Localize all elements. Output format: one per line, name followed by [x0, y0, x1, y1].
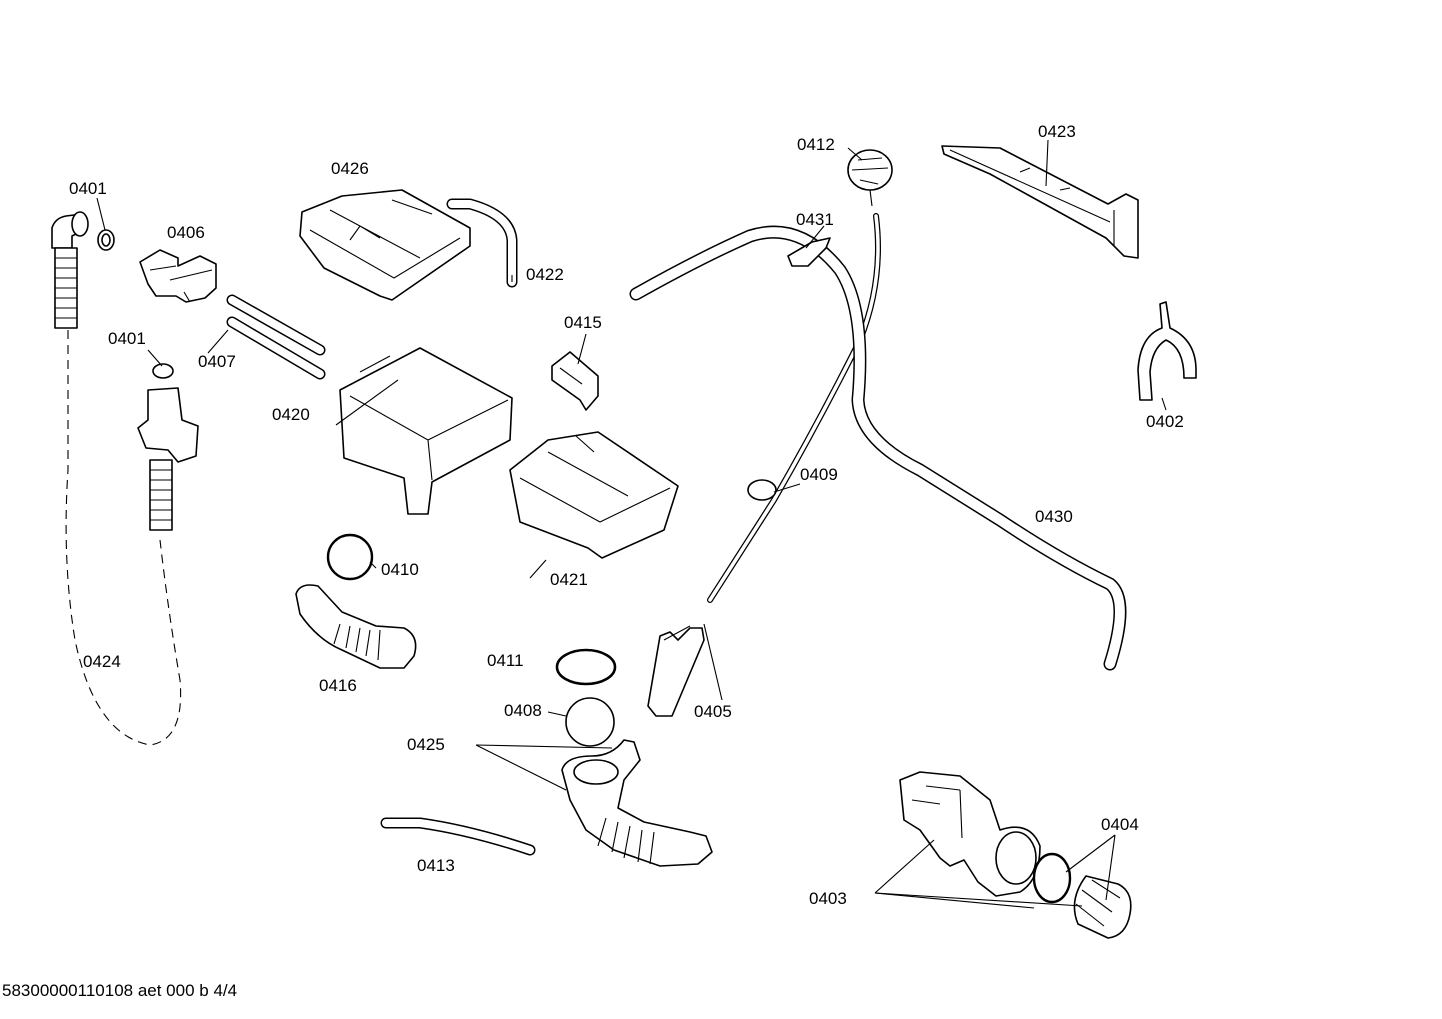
- label-0401-upper: 0401: [69, 179, 107, 198]
- label-0408: 0408: [504, 701, 542, 720]
- rods: [226, 294, 326, 380]
- detergent-drawer: [509, 431, 679, 559]
- label-0424: 0424: [83, 652, 121, 671]
- label-0402: 0402: [1146, 412, 1184, 431]
- dispenser-housing: [339, 347, 513, 515]
- bracket-0402: [1137, 301, 1197, 401]
- small-hose: [446, 198, 518, 288]
- callout-labels: 0401 0401 0402 0403 0404 0405 0406 0407 …: [69, 122, 1184, 908]
- pressure-switch: [847, 149, 893, 207]
- label-0431: 0431: [796, 210, 834, 229]
- seal-ring-0411: [555, 648, 617, 686]
- drain-sump: [561, 739, 713, 867]
- rail-0423: [941, 145, 1139, 259]
- leader-lines: [96, 139, 1167, 909]
- hose-0413: [380, 817, 536, 856]
- inlet-hose-lower: [137, 363, 199, 531]
- label-0407: 0407: [198, 352, 236, 371]
- pump-filter: [1032, 852, 1132, 939]
- label-0426: 0426: [331, 159, 369, 178]
- label-0411: 0411: [487, 651, 524, 670]
- label-0405: 0405: [694, 702, 732, 721]
- label-0430: 0430: [1035, 507, 1073, 526]
- label-0423: 0423: [1038, 122, 1076, 141]
- label-0415: 0415: [564, 313, 602, 332]
- label-0413: 0413: [417, 856, 455, 875]
- pressure-hose-long: [629, 225, 1127, 671]
- label-0420: 0420: [272, 405, 310, 424]
- label-0412: 0412: [797, 135, 835, 154]
- seal-ring-0410: [326, 533, 374, 581]
- inlet-valve: [139, 249, 217, 303]
- inlet-hose-upper: [51, 211, 115, 329]
- drain-pump: [899, 771, 1041, 897]
- sensor-tube: [647, 625, 705, 717]
- label-0416: 0416: [319, 676, 357, 695]
- document-footer-code: 58300000110108 aet 000 b 4/4: [2, 981, 238, 1000]
- label-0409: 0409: [800, 465, 838, 484]
- label-0401-lower: 0401: [108, 329, 146, 348]
- ball-0408: [565, 697, 615, 747]
- label-0410: 0410: [381, 560, 419, 579]
- bellows-hose: [295, 584, 417, 669]
- label-0403: 0403: [809, 889, 847, 908]
- label-0421: 0421: [550, 570, 588, 589]
- dispenser-top: [299, 189, 471, 301]
- label-0404: 0404: [1101, 815, 1139, 834]
- clip: [551, 351, 599, 411]
- label-0422: 0422: [526, 265, 564, 284]
- label-0406: 0406: [167, 223, 205, 242]
- label-0425: 0425: [407, 735, 445, 754]
